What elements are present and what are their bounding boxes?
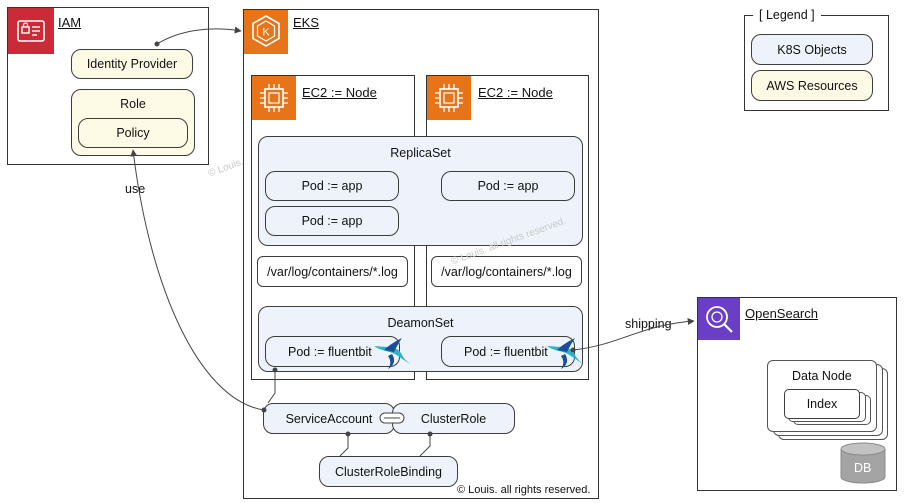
footer-copyright: © Louis. all rights reserved. — [457, 484, 591, 496]
eks-title: EKS — [293, 15, 320, 30]
pod-app-3: Pod := app — [265, 206, 399, 236]
edge-fluentbit-dot — [272, 367, 278, 373]
fluentbit-bird-icon-right — [545, 336, 589, 370]
edge-cr-to-binding — [419, 434, 431, 457]
edge-use — [130, 149, 265, 411]
edge-idp-dot — [154, 41, 160, 47]
iam-title: IAM — [58, 15, 82, 30]
pod-app-1: Pod := app — [265, 171, 399, 201]
cluster-role-box: ClusterRole — [392, 403, 515, 434]
edge-shipping — [572, 317, 695, 351]
pod-fluentbit-right: Pod := fluentbit — [441, 336, 575, 367]
fluentbit-bird-icon-left — [372, 336, 416, 370]
service-account-box: ServiceAccount — [263, 403, 395, 434]
ec2-node-left-title: EC2 := Node — [302, 85, 377, 100]
eks-icon: K — [244, 10, 288, 54]
log-path-right: /var/log/containers/*.log — [431, 256, 582, 287]
ec2-node-right-title: EC2 := Node — [478, 85, 553, 100]
db-cylinder-icon — [838, 441, 888, 485]
edge-label-use: use — [123, 182, 148, 196]
edge-fluentbit-to-sa — [267, 368, 276, 404]
role-label: Role — [120, 97, 146, 111]
policy-box: Policy — [78, 118, 188, 148]
pod-fluentbit-right-label: Pod := fluentbit — [464, 344, 548, 359]
edge-label-shipping: shipping — [625, 317, 672, 331]
edge-sa-to-binding — [339, 434, 349, 457]
replicaset-label: ReplicaSet — [390, 146, 451, 160]
legend-title: [ Legend ] — [753, 8, 821, 22]
cluster-role-binding-box: ClusterRoleBinding — [319, 456, 458, 487]
legend-aws-resources: AWS Resources — [751, 70, 873, 101]
edge-idp-to-eks — [156, 26, 242, 45]
index-box: Index — [784, 389, 860, 419]
edge-use-dot — [261, 407, 267, 413]
legend-k8s-objects: K8S Objects — [751, 34, 873, 65]
ec2-icon-right — [427, 76, 471, 120]
log-path-left: /var/log/containers/*.log — [257, 256, 408, 287]
identity-provider-box: Identity Provider — [71, 49, 193, 79]
data-node-label: Data Node — [792, 369, 852, 383]
ec2-icon-left — [252, 76, 296, 120]
opensearch-title: OpenSearch — [745, 306, 818, 321]
pod-fluentbit-left-label: Pod := fluentbit — [288, 344, 372, 359]
pod-app-2: Pod := app — [441, 171, 575, 201]
db-label: DB — [854, 461, 872, 475]
iam-icon — [8, 8, 54, 54]
svg-text:K: K — [262, 27, 270, 39]
daemonset-label: DeamonSet — [387, 316, 454, 330]
opensearch-icon — [698, 298, 740, 340]
